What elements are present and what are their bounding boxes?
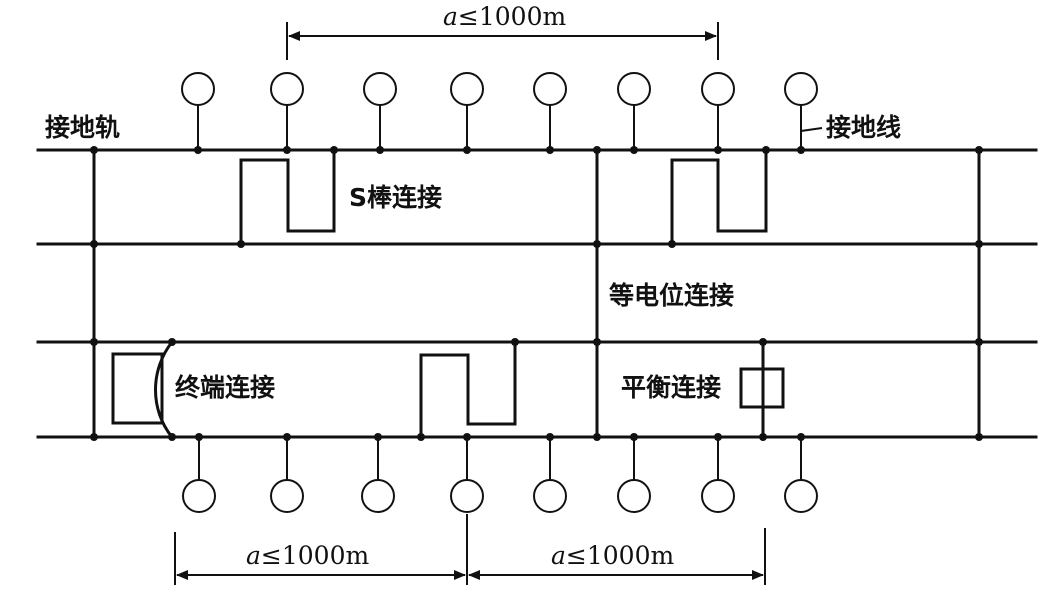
junction-dots xyxy=(90,146,983,441)
top-electrode-1 xyxy=(181,72,215,154)
top-electrode-7 xyxy=(701,72,735,154)
balance-connection-label: 平衡连接 xyxy=(621,373,721,402)
grounding-rail-label: 接地轨 xyxy=(45,113,120,142)
terminal-block xyxy=(111,352,164,425)
s-rod-connection-label: S棒连接 xyxy=(349,183,442,212)
top-electrode-3 xyxy=(363,72,397,154)
bottom-right-dimension-label: a≤1000m xyxy=(551,541,674,570)
top-electrode-2 xyxy=(270,72,304,154)
equipotential-connection-label: 等电位连接 xyxy=(609,281,734,310)
top-electrode-8 xyxy=(784,72,818,154)
terminal-connection-label: 终端连接 xyxy=(175,373,275,402)
bottom-electrode-5 xyxy=(533,433,567,513)
bottom-right-dimension-value: ≤1000m xyxy=(566,541,675,570)
bottom-left-dimension-var: a xyxy=(246,541,261,570)
top-electrode-4 xyxy=(450,72,484,154)
bottom-electrode-1 xyxy=(182,433,216,513)
bottom-electrode-6 xyxy=(617,433,651,513)
top-electrode-6 xyxy=(617,72,651,154)
bottom-right-dimension-var: a xyxy=(551,541,566,570)
grounding-wire-leader xyxy=(800,127,823,132)
top-electrodes xyxy=(181,72,818,154)
top-dimension-var: a xyxy=(443,2,458,31)
top-dimension-value: ≤1000m xyxy=(458,2,567,31)
s-rod-connection-left xyxy=(239,148,336,246)
bottom-electrode-8 xyxy=(784,433,818,513)
bottom-electrode-2 xyxy=(270,433,304,513)
bottom-electrode-4 xyxy=(450,433,484,513)
top-dimension-label: a≤1000m xyxy=(443,2,566,31)
bottom-electrode-7 xyxy=(701,433,735,513)
bottom-electrodes xyxy=(182,433,818,513)
s-rod-connection-lower xyxy=(419,340,517,439)
top-electrode-5 xyxy=(533,72,567,154)
bottom-left-dimension-label: a≤1000m xyxy=(246,541,369,570)
grounding-wire-label: 接地线 xyxy=(826,113,901,142)
bottom-left-dimension-value: ≤1000m xyxy=(261,541,370,570)
terminal-arc xyxy=(154,339,175,440)
bottom-electrode-3 xyxy=(361,433,395,513)
balance-connection-box xyxy=(739,367,785,409)
s-rod-connection-right xyxy=(670,148,768,246)
